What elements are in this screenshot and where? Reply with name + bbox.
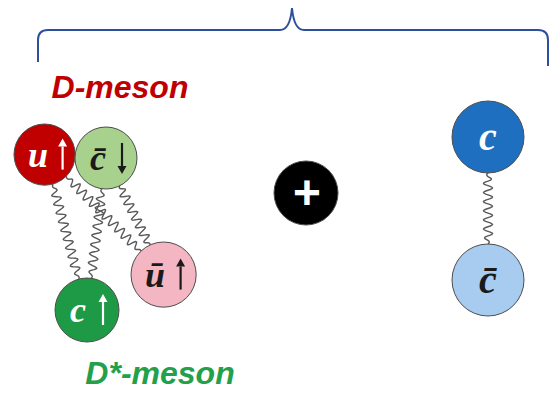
circle-fill [452,101,524,173]
spin-arrow [58,139,67,170]
quark-letter: c̄ [479,260,497,300]
antiquark-circle: c̄ [451,243,525,317]
quark-letter: c̄ [90,140,106,176]
circle-fill [75,127,137,189]
circle-fill [55,278,119,342]
quark-circle: c [54,277,120,343]
spin-arrow-head [118,166,127,174]
spin-arrow-shaft [62,147,64,170]
spin-arrow [118,143,127,174]
quark-circle: u [13,123,76,186]
spin-arrow-shaft [102,302,104,325]
quark-letter: ū [145,257,165,293]
spin-arrow [176,259,185,290]
spin-arrow [99,294,108,325]
spin-arrow-head [99,294,108,302]
spin-arrow-head [58,139,67,147]
spin-arrow-shaft [180,267,182,290]
gluon-spring [484,172,493,245]
meson-label: D*-meson [85,356,234,391]
quark-letter: c [70,292,86,328]
quark-letter: c [479,117,497,157]
bracket-line [38,8,548,66]
circle-outline [54,277,120,343]
circle-fill [274,161,338,225]
quark-circle: c [451,100,525,174]
plus-circle: + [273,160,339,226]
circle-fill [452,244,524,316]
meson-label: D-meson [52,70,189,105]
circle-outline [74,126,138,190]
antiquark-circle: ū [130,241,197,308]
antiquark-circle: c̄ [74,126,138,190]
circle-fill [14,124,75,185]
spin-arrow-head [176,259,185,267]
quark-letter: + [292,169,320,217]
gluon-spring [52,184,80,281]
spin-arrow-shaft [121,143,123,166]
quark-letter: u [28,137,48,173]
circle-fill [131,242,196,307]
